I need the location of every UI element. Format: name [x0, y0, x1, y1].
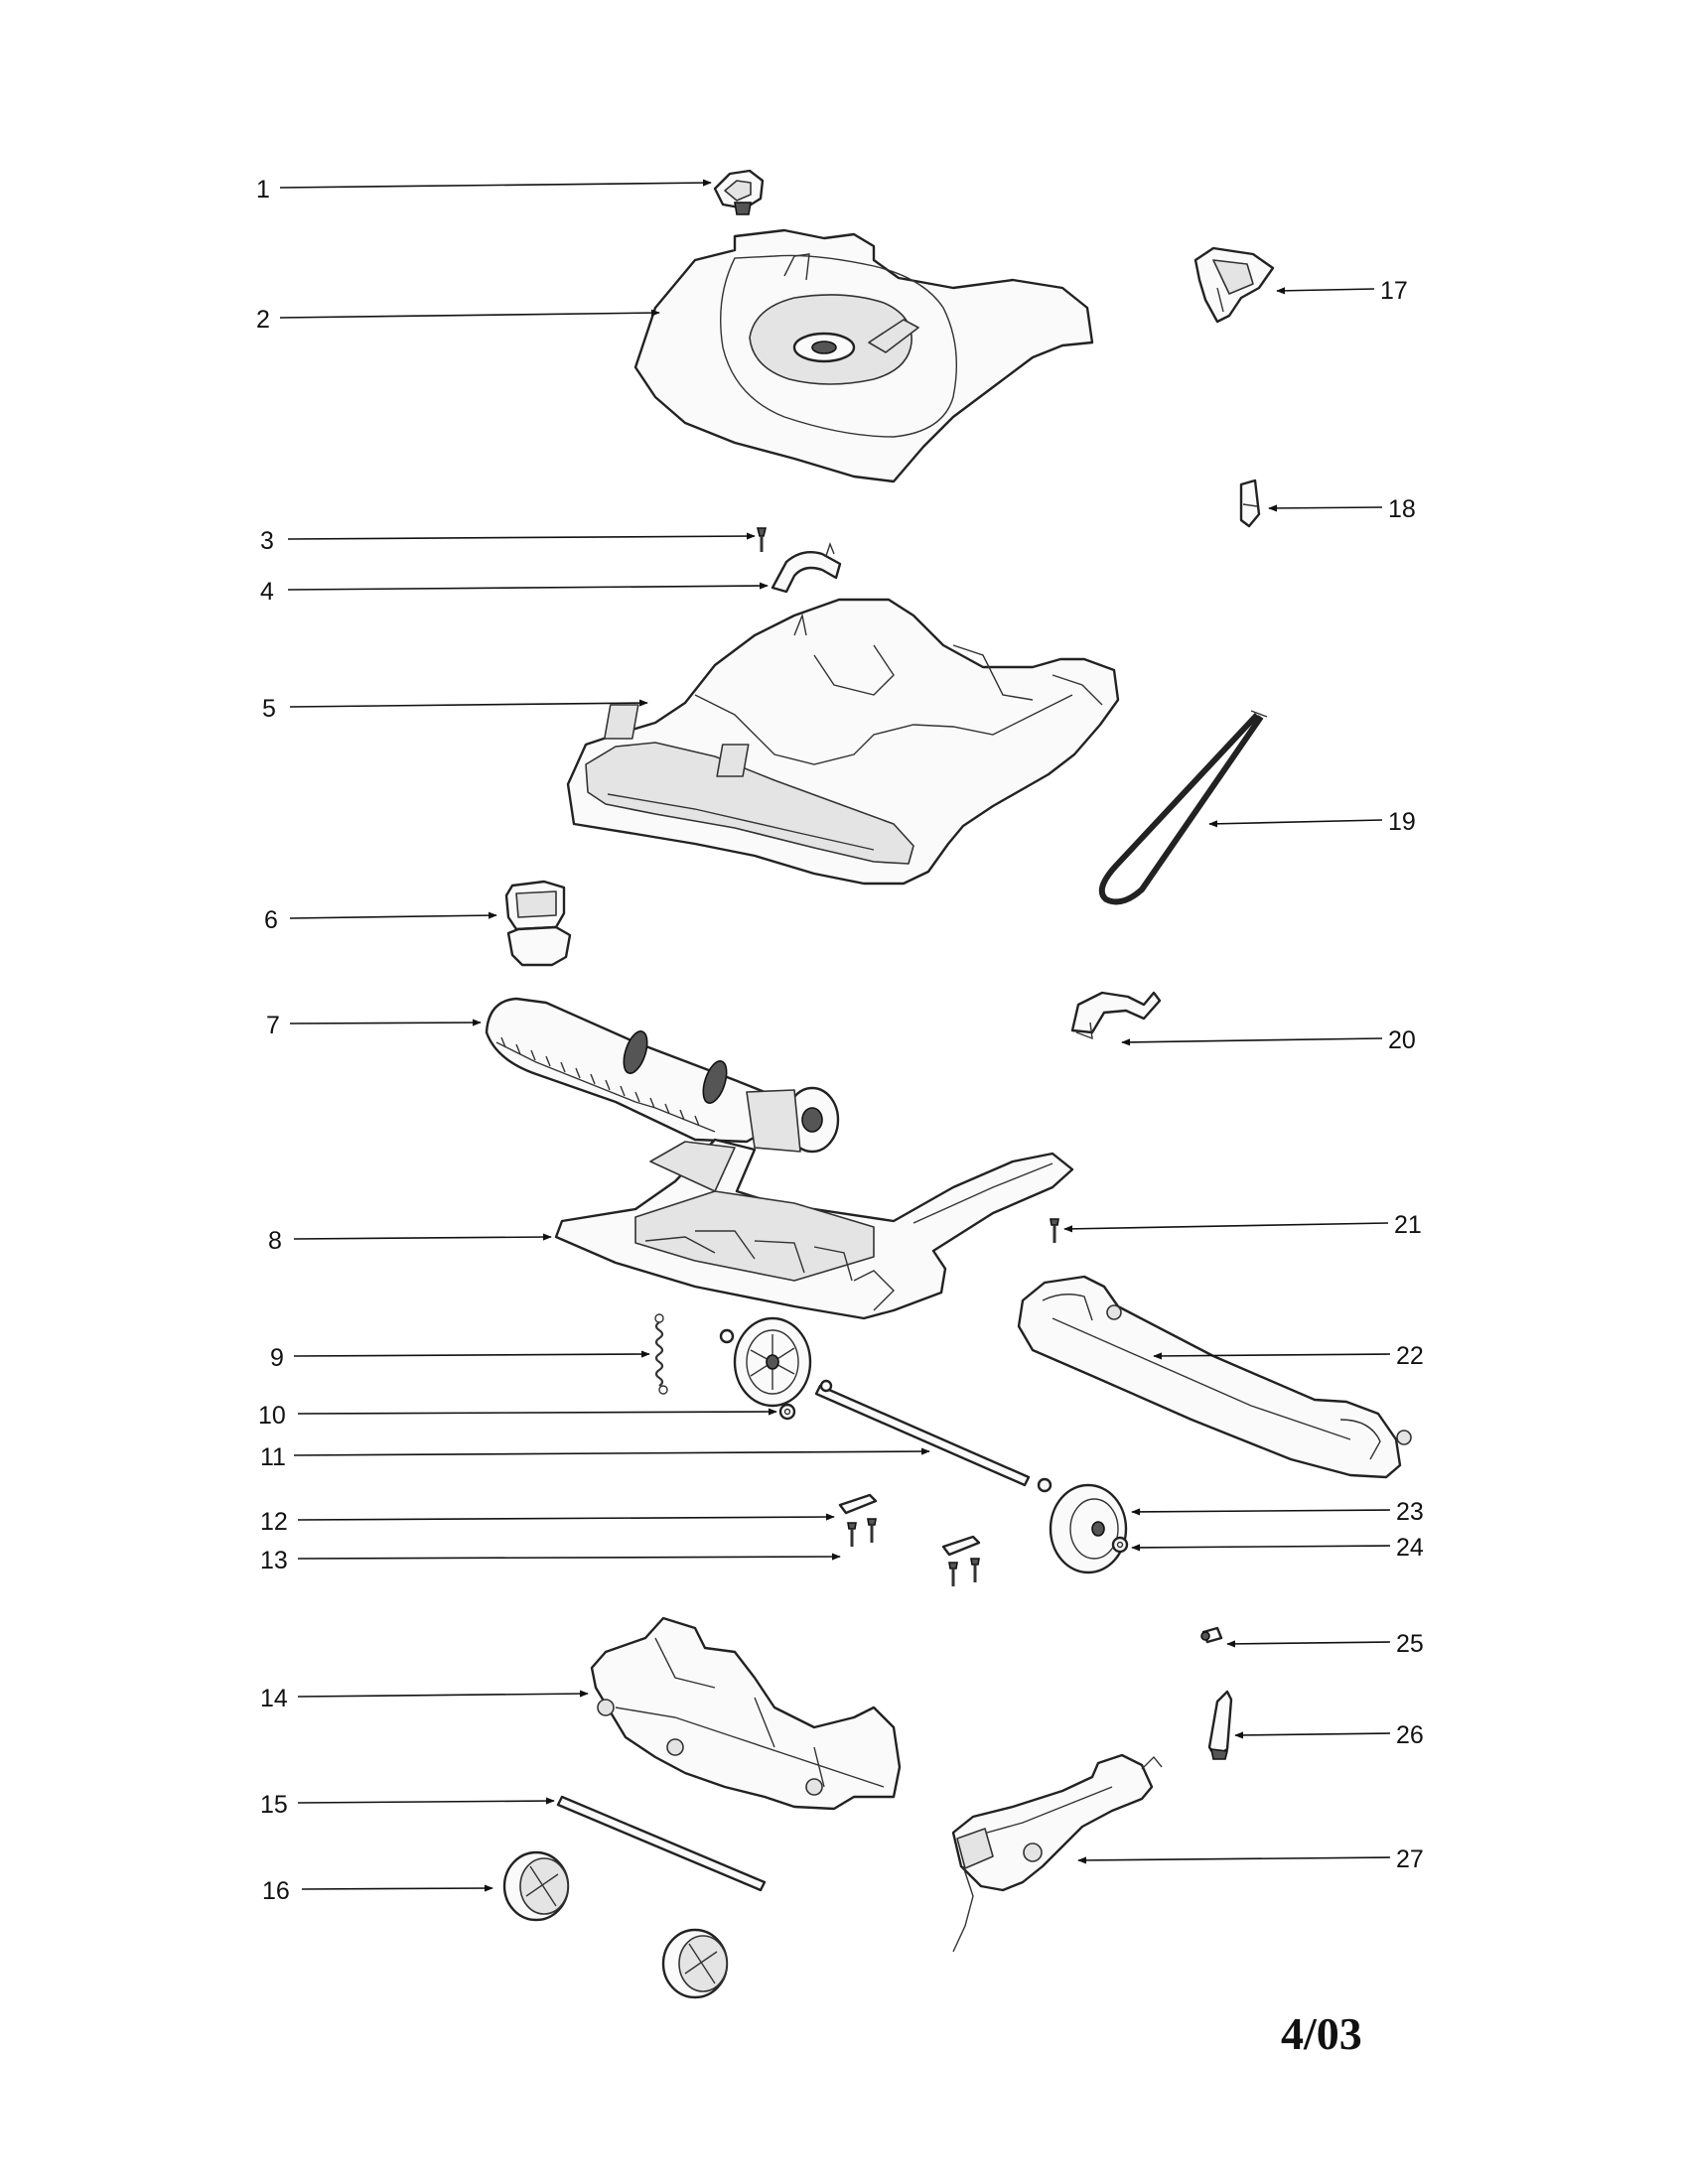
- callout-27: 27: [1396, 1845, 1424, 1873]
- part-21-screw: [1050, 1218, 1059, 1243]
- part-14-chassis: [590, 1616, 902, 1811]
- part-25-pin: [1200, 1626, 1223, 1644]
- callout-7: 7: [266, 1012, 280, 1039]
- callout-labels: 1 2 3 4 5 6 7 8 9 10 11 12 13 14 15 16 1…: [256, 176, 1424, 1905]
- part-5-base: [566, 598, 1120, 886]
- callout-9: 9: [270, 1344, 284, 1372]
- callout-14: 14: [260, 1685, 288, 1712]
- part-1-knob: [713, 169, 765, 215]
- callout-6: 6: [264, 906, 278, 934]
- callout-3: 3: [260, 527, 274, 555]
- callout-16: 16: [262, 1877, 290, 1905]
- callout-20: 20: [1388, 1026, 1416, 1054]
- part-26-lever: [1207, 1690, 1233, 1760]
- part-16-rear-wheels: [502, 1850, 729, 1999]
- part-17-bracket: [1193, 246, 1275, 324]
- callout-4: 4: [260, 578, 274, 606]
- part-20-bracket: [1070, 991, 1162, 1040]
- part-13-screws: [847, 1518, 980, 1586]
- part-24-washer: [1111, 1536, 1129, 1554]
- part-9-spring: [654, 1313, 668, 1395]
- leader-lines: [279, 179, 1391, 1892]
- page-code: 4/03: [1281, 2008, 1362, 2059]
- part-3-screw: [756, 527, 768, 552]
- part-2-hood: [633, 228, 1094, 483]
- part-12-clip: [838, 1493, 981, 1557]
- callout-15: 15: [260, 1791, 288, 1819]
- part-23-wheel: [1049, 1483, 1128, 1574]
- callout-12: 12: [260, 1508, 288, 1536]
- part-4-clip: [771, 541, 842, 594]
- part-27-neck: [951, 1753, 1163, 1953]
- callout-24: 24: [1396, 1534, 1424, 1562]
- callout-26: 26: [1396, 1721, 1424, 1749]
- callout-2: 2: [256, 306, 270, 334]
- callout-11: 11: [260, 1443, 286, 1471]
- callout-17: 17: [1380, 277, 1408, 305]
- part-22-bumper: [1017, 1275, 1412, 1479]
- wheel-front: [733, 1316, 812, 1408]
- part-15-rear-axle: [556, 1795, 767, 1892]
- callout-21: 21: [1394, 1211, 1422, 1239]
- part-8-bottom-plate: [554, 1138, 1074, 1320]
- part-6-fitting: [504, 880, 572, 967]
- callout-25: 25: [1396, 1630, 1424, 1658]
- part-19-belt: [1098, 710, 1268, 905]
- callout-23: 23: [1396, 1498, 1424, 1526]
- callout-22: 22: [1396, 1342, 1424, 1370]
- part-7-brushroll: [485, 997, 840, 1154]
- part-18-clip: [1239, 478, 1261, 528]
- callout-10: 10: [258, 1402, 286, 1430]
- callout-13: 13: [260, 1547, 288, 1574]
- callout-18: 18: [1388, 495, 1416, 523]
- part-11-axle: [814, 1379, 1052, 1493]
- part-10-washer: [719, 1328, 796, 1421]
- callout-5: 5: [262, 695, 276, 723]
- callout-8: 8: [268, 1227, 282, 1255]
- callout-1: 1: [256, 176, 270, 204]
- callout-19: 19: [1388, 808, 1416, 836]
